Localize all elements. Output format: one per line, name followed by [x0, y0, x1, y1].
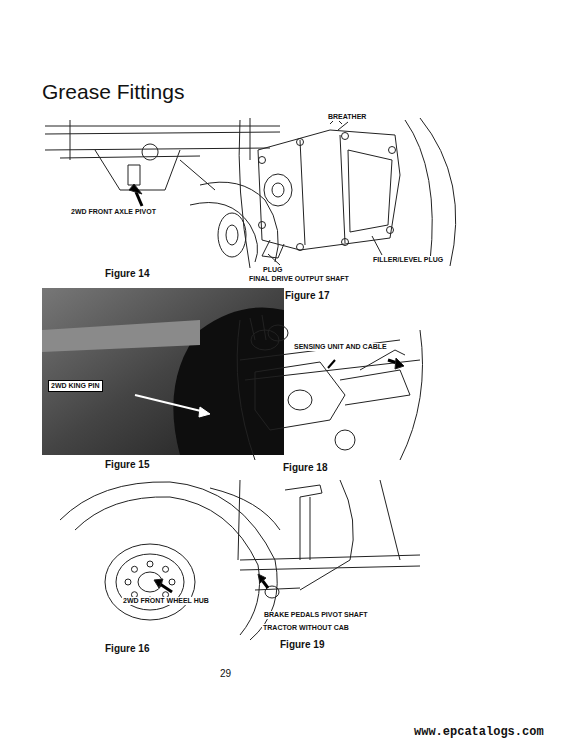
part-label: FINAL DRIVE OUTPUT SHAFT — [248, 275, 350, 283]
part-label: PLUG — [262, 266, 283, 274]
figure-caption: Figure 16 — [105, 643, 149, 654]
axle-pivot-figure — [45, 118, 280, 262]
part-label: 2WD FRONT AXLE PIVOT — [70, 208, 157, 216]
page-title: Grease Fittings — [42, 80, 184, 103]
part-label: TRACTOR WITHOUT CAB — [262, 624, 350, 632]
part-label: BREATHER — [327, 113, 367, 121]
sensing-unit-figure — [237, 315, 422, 460]
figure-caption: Figure 17 — [285, 290, 329, 301]
part-label: 2WD FRONT WHEEL HUB — [122, 597, 210, 605]
figure-caption: Figure 18 — [283, 462, 327, 473]
figure-caption: Figure 14 — [105, 268, 149, 279]
wheel-hub-figure — [60, 482, 280, 640]
figure-caption: Figure 19 — [280, 639, 324, 650]
page-number: 29 — [220, 668, 231, 679]
part-label: BRAKE PEDALS PIVOT SHAFT — [263, 611, 368, 619]
part-label: FILLER/LEVEL PLUG — [372, 256, 444, 264]
figure-caption: Figure 15 — [105, 459, 149, 470]
king-pin-photo — [42, 288, 284, 455]
final-drive-figure — [239, 118, 456, 268]
part-label: 2WD KING PIN — [48, 380, 103, 392]
watermark: www.epcatalogs.com — [414, 726, 544, 739]
part-label: SENSING UNIT AND CABLE — [293, 343, 388, 351]
brake-pedal-figure — [238, 480, 420, 598]
